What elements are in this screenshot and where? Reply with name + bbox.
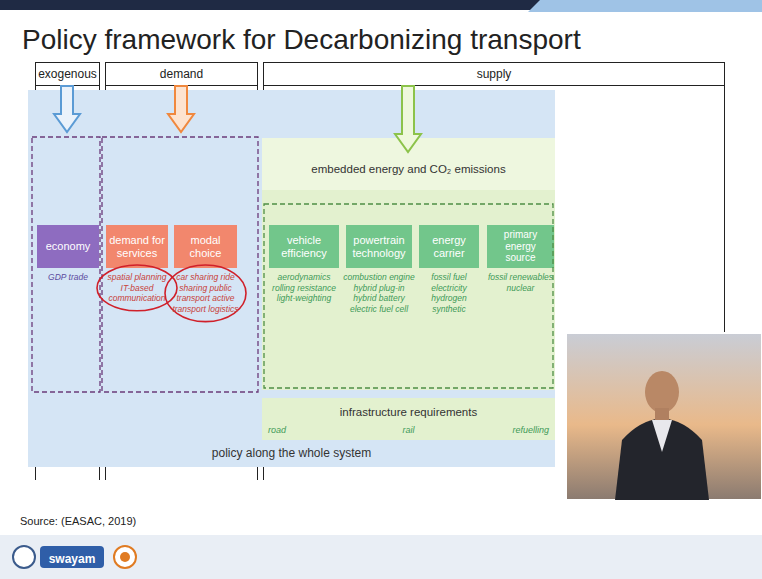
header-label: demand — [160, 67, 203, 81]
block-arrow — [54, 86, 80, 132]
source-note: Source: (EASAC, 2019) — [20, 511, 136, 529]
box-node: energy carrierfossil fuel electricity hy… — [419, 225, 479, 268]
dashed-group — [32, 137, 100, 392]
dashed-group — [102, 137, 258, 392]
webcam-inset — [566, 333, 762, 500]
infra-label-holder: rail — [262, 419, 555, 437]
infra-item: rail — [402, 425, 414, 435]
box-label: modal choice — [174, 234, 237, 259]
box-examples-holder: car sharing ride sharing public transpor… — [171, 272, 240, 315]
box-examples: fossil fuel electricity hydrogen synthet… — [416, 272, 482, 315]
box-node: economyGDP trade — [37, 225, 99, 268]
box-examples: car sharing ride sharing public transpor… — [171, 272, 240, 315]
logo-circle — [13, 546, 35, 568]
box-examples: aerodynamics rolling resistance light-we… — [266, 272, 342, 304]
box-label: economy — [43, 240, 94, 253]
box-examples: GDP trade — [34, 272, 102, 283]
logo-badge — [40, 546, 104, 568]
top-accent — [528, 0, 762, 12]
strip-label-holder: embedded energy and CO₂ emissions — [262, 159, 555, 177]
block-arrow — [168, 86, 194, 132]
box-node: vehicle efficiencyaerodynamics rolling r… — [269, 225, 339, 268]
strip-node: embedded energy and CO₂ emissions vehicle… — [262, 138, 555, 390]
band-label: policy along the whole system — [212, 446, 371, 460]
box-node: modal choicecar sharing ride sharing pub… — [174, 225, 237, 268]
logo-circle — [114, 546, 136, 568]
infra-label-holder: refuelling — [512, 419, 549, 437]
header-label: supply — [477, 67, 512, 81]
box-examples: combustion engine hybrid plug-in hybrid … — [343, 272, 415, 315]
header-node: demand — [105, 62, 258, 86]
box-node: primary energy sourcefossil renewables n… — [487, 225, 554, 268]
hand-drawn-ellipse — [165, 265, 246, 322]
infra-item: road — [268, 425, 286, 435]
header-node: exogenous — [35, 62, 100, 86]
dashed-group — [264, 204, 553, 388]
box-examples-holder: fossil renewables nuclear — [484, 272, 557, 293]
infra-label-holder: road — [268, 419, 286, 437]
box-examples-holder: aerodynamics rolling resistance light-we… — [266, 272, 342, 304]
block-arrow — [395, 86, 421, 152]
bottom-bar — [0, 535, 762, 579]
band-node: policy along the whole system embedded en… — [28, 90, 555, 467]
box-examples-holder: combustion engine hybrid plug-in hybrid … — [343, 272, 415, 315]
box-node: demand for servicesspatial planning IT-b… — [106, 225, 168, 268]
header-node: supply — [263, 62, 725, 86]
box-label: demand for services — [106, 234, 168, 259]
source-note: Source: (EASAC, 2019) — [20, 515, 136, 527]
box-label: primary energy source — [487, 229, 554, 264]
strip-label: embedded energy and CO₂ emissions — [311, 163, 505, 175]
box-label: powertrain technology — [346, 234, 412, 259]
box-examples: fossil renewables nuclear — [484, 272, 557, 293]
box-label: energy carrier — [419, 234, 479, 259]
logo-text-holder: swayam — [40, 549, 104, 567]
logo-text: swayam — [49, 552, 96, 566]
infra-label-holder: infrastructure requirements — [262, 402, 555, 420]
band-label-holder: policy along the whole system — [28, 443, 555, 461]
box-node: powertrain technologycombustion engine h… — [346, 225, 412, 268]
logo-dot — [120, 552, 130, 562]
box-examples-holder: spatial planning IT-based communication — [103, 272, 171, 304]
box-examples: spatial planning IT-based communication — [103, 272, 171, 304]
box-examples-holder: GDP trade — [34, 272, 102, 283]
infra-item: refuelling — [512, 425, 549, 435]
title-text: Policy framework for Decarbonizing trans… — [22, 24, 581, 56]
slide-title: Policy framework for Decarbonizing trans… — [22, 24, 742, 56]
box-label: vehicle efficiency — [269, 234, 339, 259]
infra-heading: infrastructure requirements — [340, 406, 477, 418]
box-examples-holder: fossil fuel electricity hydrogen synthet… — [416, 272, 482, 315]
header-label: exogenous — [38, 67, 97, 81]
infra-node: infrastructure requirements road rail refue… — [262, 398, 555, 440]
